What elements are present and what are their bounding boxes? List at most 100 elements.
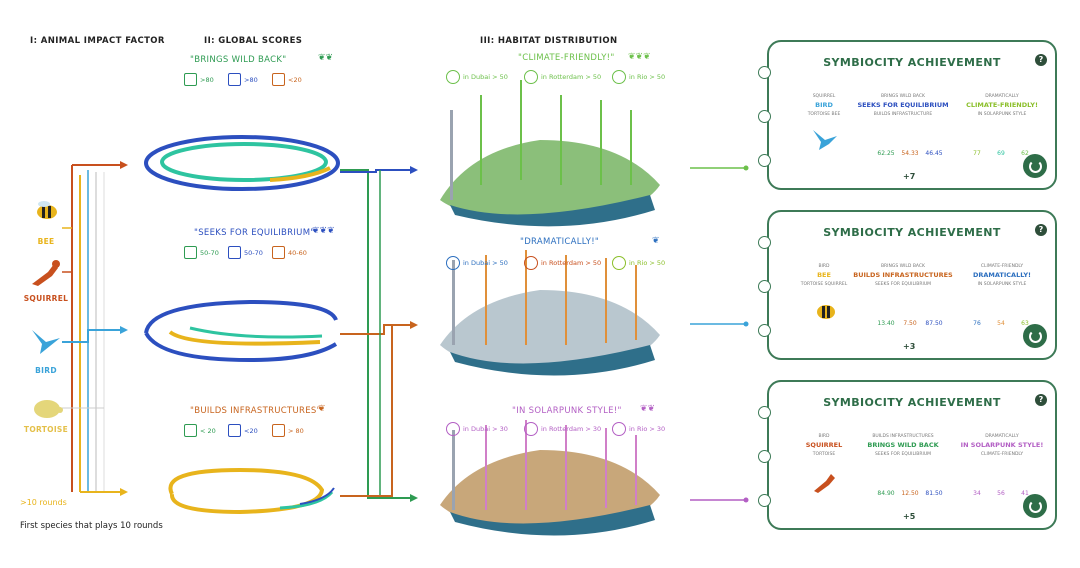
habitat-top: DRAMATICALLY	[985, 94, 1019, 99]
habitat-bottom: IN SOLARPUNK STYLE	[977, 282, 1027, 287]
score-value: 54.33	[901, 150, 919, 157]
help-icon[interactable]: ?	[1035, 224, 1047, 236]
score-title-wild: "BRINGS WILD BACK"	[190, 55, 287, 65]
species-bee-label: BEE	[37, 237, 55, 246]
binder-hole	[758, 494, 771, 507]
score-bottom: SEEKS FOR EQUILIBRIUM	[874, 282, 932, 287]
habitat-island-2	[440, 250, 660, 376]
binder-hole	[758, 154, 771, 167]
paw-icon: ❦	[652, 236, 660, 246]
header-habitat: III: HABITAT DISTRIBUTION	[480, 36, 618, 46]
species-bottom: TORTOISE SQUIRREL	[800, 282, 848, 287]
habitat-chip: in Dubai > 30	[446, 422, 508, 436]
species-main: SQUIRREL	[805, 441, 843, 449]
habitat-chip: in Rio > 50	[612, 256, 665, 270]
binder-hole	[758, 110, 771, 123]
restart-icon[interactable]	[1023, 324, 1047, 348]
pin-icon	[524, 422, 538, 436]
score-value: 81.50	[925, 490, 943, 497]
species-top: BIRD	[818, 434, 830, 439]
card-title: SYMBIOCITY ACHIEVEMENT	[823, 56, 1001, 69]
paw-icon: ❦	[318, 404, 326, 414]
bonus-score: +7	[903, 172, 916, 181]
habitat-top: DRAMATICALLY	[985, 434, 1019, 439]
bird-icon	[30, 326, 62, 356]
score-top: BUILDS INFRASTRUCTURES	[872, 434, 934, 439]
score-value: 46.45	[925, 150, 943, 157]
habitat-value: 69	[997, 150, 1005, 157]
species-tortoise-label: TORTOISE	[23, 425, 69, 434]
bird-icon	[811, 126, 839, 156]
score-top: BRINGS WILD BACK	[880, 264, 926, 269]
habitat-bottom: CLIMATE-FRIENDLY	[980, 452, 1024, 457]
help-icon[interactable]: ?	[1035, 54, 1047, 66]
habitat-main: DRAMATICALLY!	[972, 271, 1032, 279]
paw-icon: ❦❦	[640, 404, 656, 414]
achievement-card-2: SYMBIOCITY ACHIEVEMENT ? BIRD BEE TORTOI…	[758, 210, 1057, 360]
restart-icon[interactable]	[1023, 154, 1047, 178]
rounds-label: >10 rounds	[20, 498, 67, 507]
habitat-value: 63	[1021, 320, 1029, 327]
pin-icon	[612, 256, 626, 270]
habitat-chip: in Dubai > 50	[446, 256, 508, 270]
tree-icon	[184, 424, 197, 437]
binder-hole	[758, 280, 771, 293]
bonus-score: +5	[903, 512, 916, 521]
score-chip: 40-60	[272, 246, 307, 259]
binder-hole	[758, 324, 771, 337]
score-bottom: SEEKS FOR EQUILIBRIUM	[874, 452, 932, 457]
species-bird-label: BIRD	[35, 366, 57, 375]
score-chip: >80	[228, 73, 258, 86]
paw-icon: ❦❦❦	[312, 226, 335, 236]
score-main: BUILDS INFRASTRUCTURES	[853, 271, 953, 279]
species-top: SQUIRREL	[812, 94, 836, 99]
pin-icon	[446, 256, 460, 270]
habitat-title-dramatic: "DRAMATICALLY!"	[520, 237, 600, 247]
score-chip: <20	[272, 73, 302, 86]
habitat-value: 34	[973, 490, 981, 497]
score-chip: 50-70	[184, 246, 219, 259]
habitat-title-solarpunk: "IN SOLARPUNK STYLE!"	[512, 406, 622, 416]
habitat-chip: in Dubai > 50	[446, 70, 508, 84]
help-icon[interactable]: ?	[1035, 394, 1047, 406]
card-title: SYMBIOCITY ACHIEVEMENT	[823, 226, 1001, 239]
squirrel-icon	[811, 470, 839, 498]
score-chip: 50-70	[228, 246, 263, 259]
species-bottom: TORTOISE BEE	[807, 112, 841, 117]
binder-hole	[758, 406, 771, 419]
habitat-value: 56	[997, 490, 1005, 497]
bee-icon	[813, 300, 839, 326]
tree-icon	[184, 73, 197, 86]
score-value: 13.40	[877, 320, 895, 327]
pin-icon	[524, 256, 538, 270]
score-chip: <20	[228, 424, 258, 437]
habitat-value: 77	[973, 150, 981, 157]
binder-hole	[758, 236, 771, 249]
habitat-chip: in Rio > 30	[612, 422, 665, 436]
score-value: 84.90	[877, 490, 895, 497]
header-animal-impact: I: ANIMAL IMPACT FACTOR	[30, 36, 165, 46]
header-global-scores: II: GLOBAL SCORES	[204, 36, 303, 46]
species-main: BIRD	[815, 101, 833, 109]
score-chip: > 80	[272, 424, 304, 437]
score-value: 87.50	[925, 320, 943, 327]
score-main: BRINGS WILD BACK	[867, 441, 939, 449]
pin-icon	[524, 70, 538, 84]
building-icon	[272, 73, 285, 86]
cloud-icon	[228, 73, 241, 86]
habitat-value: 76	[973, 320, 981, 327]
achievement-card-1: SYMBIOCITY ACHIEVEMENT ? SQUIRREL BIRD T…	[758, 40, 1057, 190]
habitat-value: 41	[1021, 490, 1029, 497]
habitat-chip: in Rotterdam > 30	[524, 422, 601, 436]
score-title-infrastructure: "BUILDS INFRASTRUCTURES"	[190, 406, 321, 416]
score-main: SEEKS FOR EQUILIBRIUM	[857, 101, 949, 109]
species-squirrel-label: SQUIRREL	[23, 294, 69, 303]
habitat-title-climate: "CLIMATE-FRIENDLY!"	[518, 53, 615, 63]
binder-hole	[758, 450, 771, 463]
habitat-bottom: IN SOLARPUNK STYLE	[977, 112, 1027, 117]
species-bottom: TORTOISE	[812, 452, 836, 457]
score-bottom: BUILDS INFRASTRUCTURE	[873, 112, 933, 117]
restart-icon[interactable]	[1023, 494, 1047, 518]
cloud-icon	[228, 424, 241, 437]
